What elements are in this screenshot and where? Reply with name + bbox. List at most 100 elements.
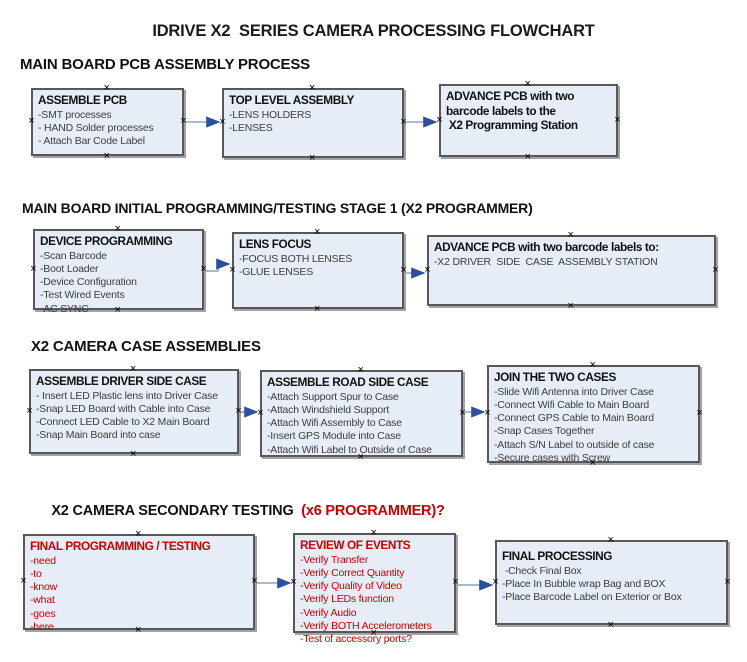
- connection-point-icon: [199, 264, 208, 275]
- box-text-line: -Snap Main Board into case: [36, 429, 161, 442]
- box-text-line: -Attach Wifi Assembly to Case: [267, 417, 402, 430]
- connection-point-icon: [423, 265, 432, 276]
- connection-point-icon: [289, 577, 298, 588]
- box-text-line: -Verify Correct Quantity: [300, 566, 405, 579]
- box-lines: -Check Final Box-Place In Bubble wrap Ba…: [502, 565, 724, 605]
- box-review-of-events: REVIEW OF EVENTS -Verify Transfer-Verify…: [293, 528, 456, 645]
- box-lines: -Verify Transfer-Verify Correct Quantity…: [300, 554, 452, 647]
- connection-point-icon: [228, 265, 237, 276]
- connection-point-icon: [179, 116, 188, 127]
- connection-point-icon: [399, 117, 408, 128]
- page-title: IDRIVE X2 SERIES CAMERA PROCESSING FLOWC…: [152, 22, 595, 40]
- box-text-line: -Scan Barcode: [40, 249, 107, 262]
- box-lines: -need-to-know-what-goes-here: [30, 555, 251, 635]
- box-lens-focus: LENS FOCUS -FOCUS BOTH LENSES-GLUE LENSE…: [232, 227, 404, 314]
- box-assemble-road-side-case: ASSEMBLE ROAD SIDE CASE -Attach Support …: [260, 365, 463, 462]
- section-heading-secondary-testing: X2 CAMERA SECONDARY TESTING (x6 PROGRAMM…: [36, 487, 445, 535]
- section-heading-initial-programming: MAIN BOARD INITIAL PROGRAMMING/TESTING S…: [22, 200, 533, 216]
- connection-point-icon: [27, 116, 36, 127]
- box-lines: - Insert LED Plastic lens into Driver Ca…: [36, 390, 235, 443]
- box-text-line: - Insert LED Plastic lens into Driver Ca…: [36, 389, 218, 402]
- box-device-programming: DEVICE PROGRAMMING -Scan Barcode-Boot Lo…: [33, 224, 204, 315]
- box-text-line: -Device Configuration: [40, 276, 137, 289]
- box-text-line: -Attach Windshield Support: [267, 403, 390, 416]
- box-title: FINAL PROGRAMMING / TESTING: [30, 539, 211, 553]
- box-lines: -Attach Support Spur to Case-Attach Wind…: [267, 391, 459, 457]
- box-advance-pcb-driver-side: ADVANCE PCB with two barcode labels to: …: [427, 230, 716, 311]
- connection-point-icon: [451, 577, 460, 588]
- box-text-line: -AC SYNC: [40, 302, 89, 315]
- box-text-line: -need: [30, 554, 56, 567]
- box-text-line: -Connect Wifi Cable to Main Board: [494, 398, 650, 411]
- box-final-processing: FINAL PROCESSING -Check Final Box-Place …: [495, 535, 728, 630]
- box-text-line: -Verify LEDs function: [300, 593, 394, 606]
- box-text-line: -LENS HOLDERS: [229, 108, 312, 121]
- box-title: ASSEMBLE DRIVER SIDE CASE: [36, 374, 207, 388]
- box-text-line: -Verify BOTH Accelerometers: [300, 619, 432, 632]
- section-heading-secondary-testing-text: X2 CAMERA SECONDARY TESTING: [51, 503, 294, 519]
- box-text-line: -Snap Cases Together: [494, 425, 595, 438]
- box-text-line: -here: [30, 620, 54, 633]
- box-text-line: -Attach Wifi Label to Outside of Case: [267, 443, 432, 456]
- box-title: TOP LEVEL ASSEMBLY: [229, 93, 355, 107]
- box-advance-pcb-programming-station: ADVANCE PCB with two barcode labels to t…: [439, 79, 618, 162]
- box-text-line: -Test Wired Events: [40, 289, 125, 302]
- box-text-line: -Boot Loader: [40, 262, 99, 275]
- connector-arrow: [206, 258, 231, 272]
- box-assemble-pcb: ASSEMBLE PCB -SMT processes- HAND Solder…: [31, 83, 184, 161]
- connection-point-icon: [723, 577, 732, 588]
- box-lines: -Slide Wifi Antenna into Driver Case-Con…: [494, 386, 696, 466]
- connection-point-icon: [218, 117, 227, 128]
- box-text-line: - HAND Solder processes: [38, 121, 154, 134]
- connection-point-icon: [483, 408, 492, 419]
- box-text-line: -to: [30, 567, 42, 580]
- box-text-line: - Attach Bar Code Label: [38, 135, 145, 148]
- box-text-line: -goes: [30, 607, 56, 620]
- connection-point-icon: [256, 408, 265, 419]
- box-text-line: -Verify Quality of Video: [300, 580, 402, 593]
- box-text-line: -SMT processes: [38, 108, 112, 121]
- box-title: ADVANCE PCB with two barcode labels to t…: [446, 89, 578, 132]
- box-text-line: -Place In Bubble wrap Bag and BOX: [502, 577, 666, 590]
- box-title: ASSEMBLE ROAD SIDE CASE: [267, 375, 429, 389]
- connection-point-icon: [25, 406, 34, 417]
- box-text-line: -know: [30, 581, 58, 594]
- connection-point-icon: [399, 265, 408, 276]
- box-text-line: -Test of accessory ports?: [300, 633, 412, 646]
- box-join-the-two-cases: JOIN THE TWO CASES -Slide Wifi Antenna i…: [487, 360, 700, 468]
- box-text-line: -Connect LED Cable to X2 Main Board: [36, 416, 210, 429]
- box-text-line: -Verify Transfer: [300, 553, 368, 566]
- box-top-level-assembly: TOP LEVEL ASSEMBLY -LENS HOLDERS-LENSES: [222, 83, 404, 163]
- connection-point-icon: [711, 265, 720, 276]
- section-heading-pcb-assembly: MAIN BOARD PCB ASSEMBLY PROCESS: [20, 56, 310, 73]
- connection-point-icon: [613, 115, 622, 126]
- box-title: ASSEMBLE PCB: [38, 93, 127, 107]
- box-title: ADVANCE PCB with two barcode labels to:: [434, 240, 659, 254]
- box-text-line: -Snap LED Board with Cable into Case: [36, 402, 211, 415]
- connection-point-icon: [29, 264, 38, 275]
- box-text-line: -Place Barcode Label on Exterior or Box: [502, 591, 682, 604]
- box-text-line: -Connect GPS Cable to Main Board: [494, 412, 654, 425]
- box-title: JOIN THE TWO CASES: [494, 370, 616, 384]
- box-text-line: -Slide Wifi Antenna into Driver Case: [494, 385, 654, 398]
- connection-point-icon: [695, 408, 704, 419]
- box-text-line: -what: [30, 594, 55, 607]
- box-title: FINAL PROCESSING: [502, 549, 613, 563]
- connection-point-icon: [250, 576, 259, 587]
- connection-point-icon: [19, 576, 28, 587]
- box-text-line: -X2 DRIVER SIDE CASE ASSEMBLY STATION: [434, 255, 658, 268]
- box-lines: -SMT processes- HAND Solder processes- A…: [38, 109, 180, 149]
- box-text-line: -Attach S/N Label to outside of case: [494, 438, 655, 451]
- box-lines: -FOCUS BOTH LENSES-GLUE LENSES: [239, 253, 400, 280]
- box-text-line: -Check Final Box: [502, 564, 582, 577]
- connection-point-icon: [491, 577, 500, 588]
- box-title: LENS FOCUS: [239, 237, 312, 251]
- box-title: DEVICE PROGRAMMING: [40, 234, 173, 248]
- section-heading-secondary-testing-red: (x6 PROGRAMMER)?: [293, 503, 445, 519]
- box-text-line: -FOCUS BOTH LENSES: [239, 252, 353, 265]
- box-lines: -X2 DRIVER SIDE CASE ASSEMBLY STATION: [434, 256, 712, 269]
- box-text-line: -Secure cases with Screw: [494, 451, 610, 464]
- box-title: REVIEW OF EVENTS: [300, 538, 411, 552]
- connection-point-icon: [234, 406, 243, 417]
